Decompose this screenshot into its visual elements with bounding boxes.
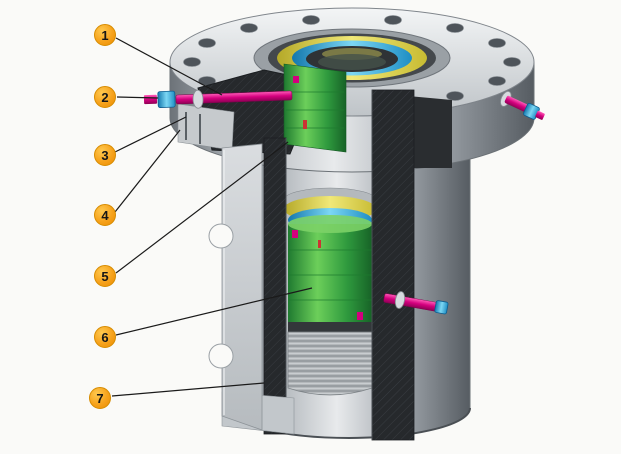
callout-7-label: 7 [96,390,104,406]
leader-line-5 [115,141,289,274]
screw-tip [535,110,545,120]
lock-screw-right-top [500,90,545,120]
lock-screw-left [143,89,293,109]
threaded-bore [287,322,373,396]
lower-seal-stack [283,187,377,322]
upper-red-pin [303,120,307,129]
lower-lock-pin [292,230,298,238]
screw-nut [157,90,176,108]
callout-1-label: 1 [101,27,109,43]
notch-hole-upper [208,223,234,249]
screw-collar [394,291,406,309]
right-flange-section [408,96,452,168]
lower-red-pin [318,240,321,248]
callout-5: 5 [94,265,116,287]
callout-3-label: 3 [101,147,109,163]
screw-collar [192,89,204,109]
upper-seal-stack [283,63,347,153]
callout-2-label: 2 [101,89,109,105]
lower-lock-pin-2 [357,312,363,320]
leader-line-6 [115,287,313,336]
lock-screw-right-mid [383,291,449,315]
leader-line-2 [116,96,159,99]
callout-5-label: 5 [101,268,109,284]
leader-line-7 [111,382,265,397]
section-columns [263,89,415,441]
callout-6-label: 6 [101,329,109,345]
screw-tip [143,94,158,105]
leader-line-1 [115,37,223,96]
leader-line-4 [114,129,181,213]
callout-1: 1 [94,24,116,46]
callout-6: 6 [94,326,116,348]
callout-4: 4 [94,204,116,226]
callout-3: 3 [94,144,116,166]
flange-section-cut [177,69,305,155]
leader-lines [111,37,313,397]
upper-lock-pin [293,76,299,83]
leader-line-3 [114,116,187,153]
notch-hole-lower [208,343,234,369]
callout-2: 2 [94,86,116,108]
callout-4-label: 4 [101,207,109,223]
cut-face-strip [208,143,263,431]
callout-7: 7 [89,387,111,409]
screw-nut [434,300,449,315]
